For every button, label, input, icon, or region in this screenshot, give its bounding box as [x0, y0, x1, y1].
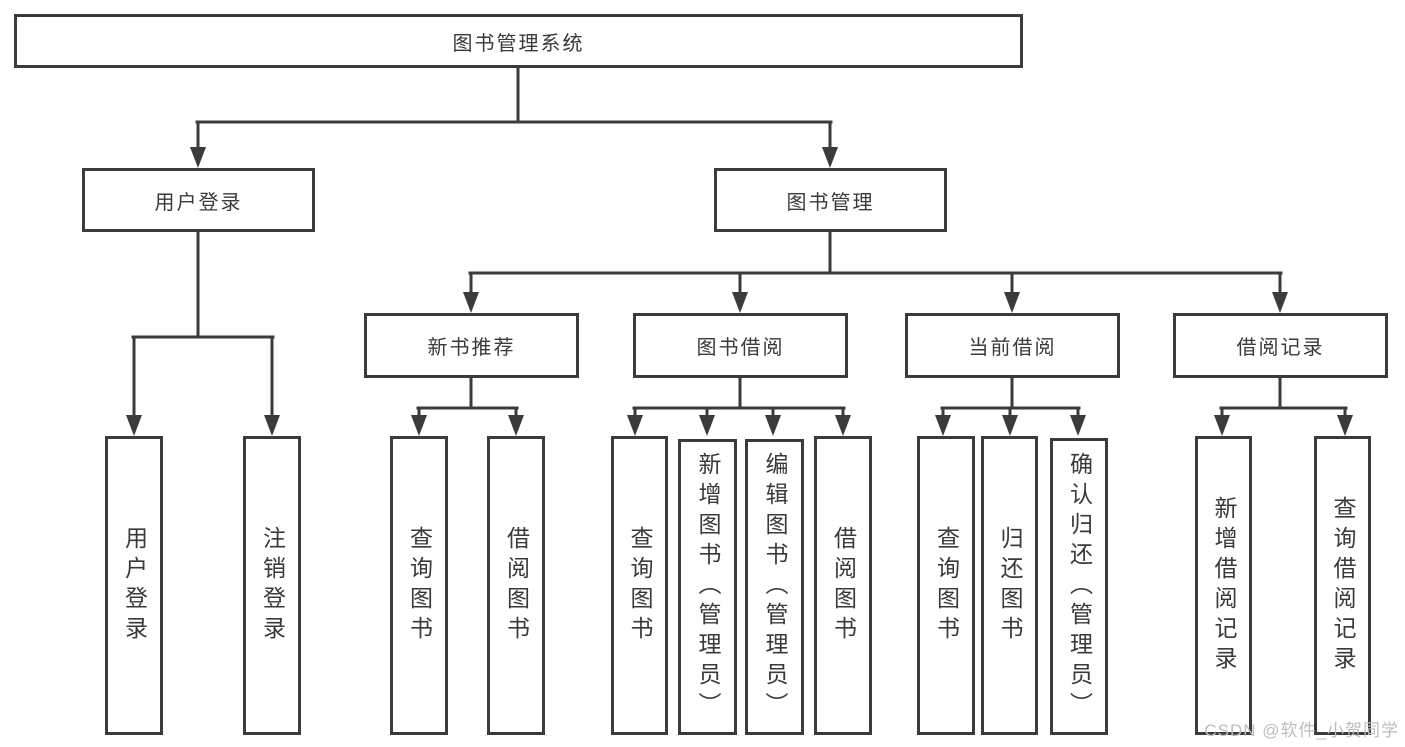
arrow-icon — [935, 415, 951, 436]
node-nb-query: 查询图书 — [390, 436, 448, 735]
node-new-book: 新书推荐 — [364, 313, 579, 378]
arrow-icon — [190, 147, 206, 168]
arrow-icon — [463, 292, 479, 313]
connector-root — [195, 66, 833, 152]
arrow-icon — [1002, 415, 1018, 436]
node-book-mgmt: 图书管理 — [714, 168, 947, 232]
arrow-icon — [835, 415, 851, 436]
connector-current-borrow — [940, 375, 1081, 420]
node-br-add: 新增借阅记录 — [1195, 436, 1252, 735]
connector-new-book — [416, 375, 519, 420]
arrow-icon — [411, 415, 427, 436]
node-nb-borrow: 借阅图书 — [487, 436, 545, 735]
node-leaf-logout: 注销登录 — [243, 436, 301, 735]
node-bb-query: 查询图书 — [611, 436, 668, 735]
arrowheads — [126, 147, 1353, 436]
csdn-watermark: CSDN @软件_小贺同学 — [1204, 721, 1399, 740]
arrow-icon — [1070, 415, 1086, 436]
arrow-icon — [126, 415, 142, 436]
arrow-icon — [732, 292, 748, 313]
node-root: 图书管理系统 — [14, 14, 1023, 68]
node-cb-return: 归还图书 — [981, 436, 1038, 735]
connector-user-login — [131, 230, 275, 420]
arrow-icon — [508, 415, 524, 436]
arrow-icon — [1214, 415, 1230, 436]
connector-borrow-record — [1219, 375, 1348, 420]
node-br-query: 查询借阅记录 — [1314, 436, 1371, 735]
arrow-icon — [1004, 292, 1020, 313]
arrow-icon — [1337, 415, 1353, 436]
node-book-borrow: 图书借阅 — [633, 313, 848, 378]
arrow-icon — [822, 147, 838, 168]
arrow-icon — [627, 415, 643, 436]
node-cb-confirm: 确认归还（管理员） — [1050, 438, 1108, 735]
connector-book-mgmt — [468, 230, 1283, 297]
node-current-borrow: 当前借阅 — [905, 313, 1120, 378]
node-bb-add: 新增图书（管理员） — [678, 439, 737, 735]
arrow-icon — [264, 415, 280, 436]
connector-book-borrow — [632, 375, 846, 420]
node-leaf-user-login: 用户登录 — [105, 436, 163, 735]
arrow-icon — [699, 415, 715, 436]
node-borrow-record: 借阅记录 — [1173, 313, 1388, 378]
arrow-icon — [765, 415, 781, 436]
node-user-login: 用户登录 — [82, 168, 315, 232]
node-bb-borrow: 借阅图书 — [814, 436, 872, 735]
arrow-icon — [1272, 292, 1288, 313]
node-cb-query: 查询图书 — [917, 436, 975, 735]
node-bb-edit: 编辑图书（管理员） — [745, 439, 804, 735]
